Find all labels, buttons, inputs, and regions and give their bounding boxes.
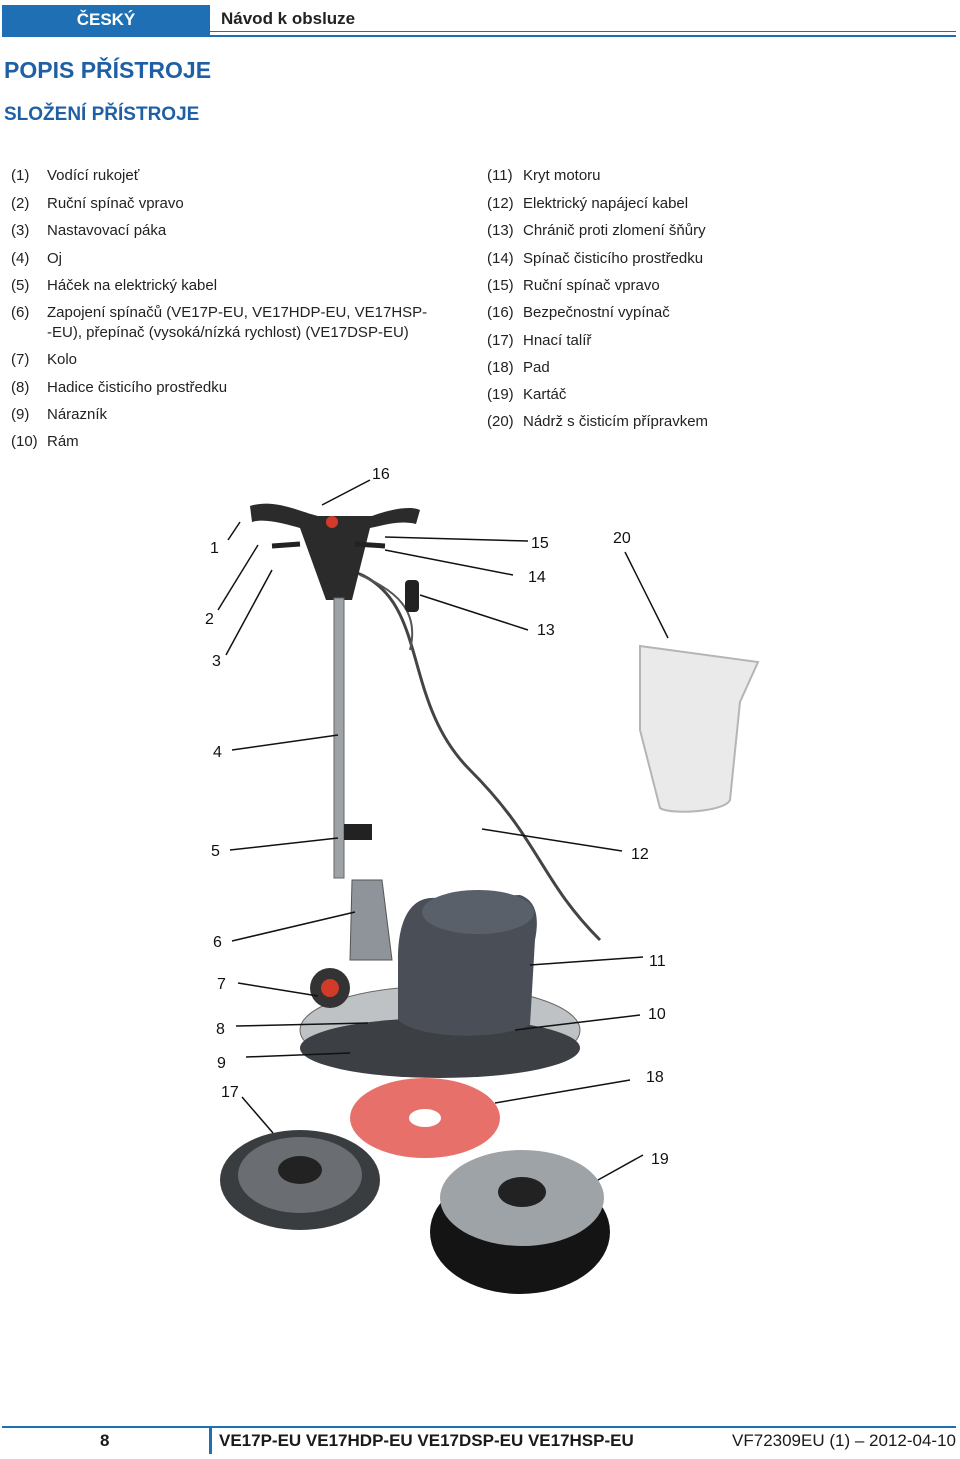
drive-disc: [220, 1130, 380, 1230]
list-item: (18)Pad: [487, 359, 550, 376]
callout-14: 14: [528, 569, 546, 586]
list-item: (4)Oj: [11, 250, 62, 267]
list-item: (14)Spínač čisticího prostředku: [487, 250, 704, 267]
callout-1: 1: [210, 540, 219, 557]
frame: [349, 879, 393, 961]
footer-models: VE17P-EU VE17HDP-EU VE17DSP-EU VE17HSP-E…: [219, 1431, 634, 1450]
shaft: [333, 597, 345, 879]
list-item: (8)Hadice čisticího prostředku: [11, 379, 228, 396]
callout-18: 18: [646, 1069, 664, 1086]
callout-13: 13: [537, 622, 555, 639]
callout-3: 3: [212, 653, 221, 670]
callout-7: 7: [217, 976, 226, 993]
handle-icon: [250, 503, 420, 612]
list-item: (11)Kryt motoru: [487, 167, 601, 184]
callout-17: 17: [221, 1084, 239, 1101]
list-item: (13)Chránič proti zlomení šňůry: [487, 222, 706, 239]
machine-figure: 1 2 3 4 5 6 7 8 9 10 11 12 13 14 15 16 1…: [205, 466, 760, 1294]
callout-11: 11: [649, 953, 666, 970]
header-title: Návod k obsluze: [221, 9, 356, 28]
footer-doc-id: VF72309EU (1) – 2012-04-10: [732, 1431, 956, 1450]
callout-19: 19: [651, 1151, 669, 1168]
footer-divider: [2, 1426, 956, 1428]
list-item: (15)Ruční spínač vpravo: [487, 277, 660, 294]
list-item: (12)Elektrický napájecí kabel: [487, 195, 689, 212]
callout-12: 12: [631, 846, 649, 863]
callout-15: 15: [531, 535, 549, 552]
page-title: POPIS PŘÍSTROJE: [4, 57, 212, 83]
list-item: (16)Bezpečnostní vypínač: [487, 304, 670, 321]
callout-2: 2: [205, 611, 214, 628]
list-item: (10)Rám: [11, 433, 79, 450]
callout-9: 9: [217, 1055, 226, 1072]
list-item: (7)Kolo: [11, 351, 78, 368]
list-item: (6)Zapojení spínačů (VE17P-EU, VE17HDP-E…: [11, 304, 428, 321]
header-divider-top: [210, 31, 956, 32]
wheel-hub: [321, 979, 339, 997]
motor-top: [422, 890, 534, 934]
list-item: (17)Hnací talíř: [487, 332, 592, 349]
list-item: (1)Vodící rukojeť: [11, 167, 140, 184]
brush: [430, 1150, 610, 1294]
list-item: (5)Háček na elektrický kabel: [11, 277, 218, 294]
cable-hook: [344, 824, 372, 840]
page-number: 8: [100, 1431, 110, 1450]
list-item: (9)Nárazník: [11, 406, 108, 423]
power-cable: [354, 570, 602, 942]
list-item: (19)Kartáč: [487, 386, 567, 403]
list-item: (2)Ruční spínač vpravo: [11, 195, 184, 212]
footer-separator: [209, 1428, 212, 1454]
pad: [350, 1078, 500, 1158]
callout-8: 8: [216, 1021, 225, 1038]
header-divider: [2, 35, 956, 37]
tank: [639, 644, 760, 813]
callout-20: 20: [613, 530, 631, 547]
callout-5: 5: [211, 843, 220, 860]
section-title: SLOŽENÍ PŘÍSTROJE: [4, 104, 200, 125]
callout-4: 4: [213, 744, 222, 761]
callout-16: 16: [372, 466, 390, 483]
callout-10: 10: [648, 1006, 666, 1023]
detergent-hose: [359, 574, 414, 651]
callout-6: 6: [213, 934, 222, 951]
language-tab: ČESKÝ: [2, 5, 210, 35]
list-item: (20)Nádrž s čisticím přípravkem: [487, 413, 709, 430]
leader-lines: [217, 479, 669, 1181]
bumper: [300, 1018, 580, 1078]
list-item-continuation: -EU), přepínač (vysoká/nízká rychlost) (…: [47, 324, 409, 341]
list-item: (3)Nastavovací páka: [11, 222, 167, 239]
